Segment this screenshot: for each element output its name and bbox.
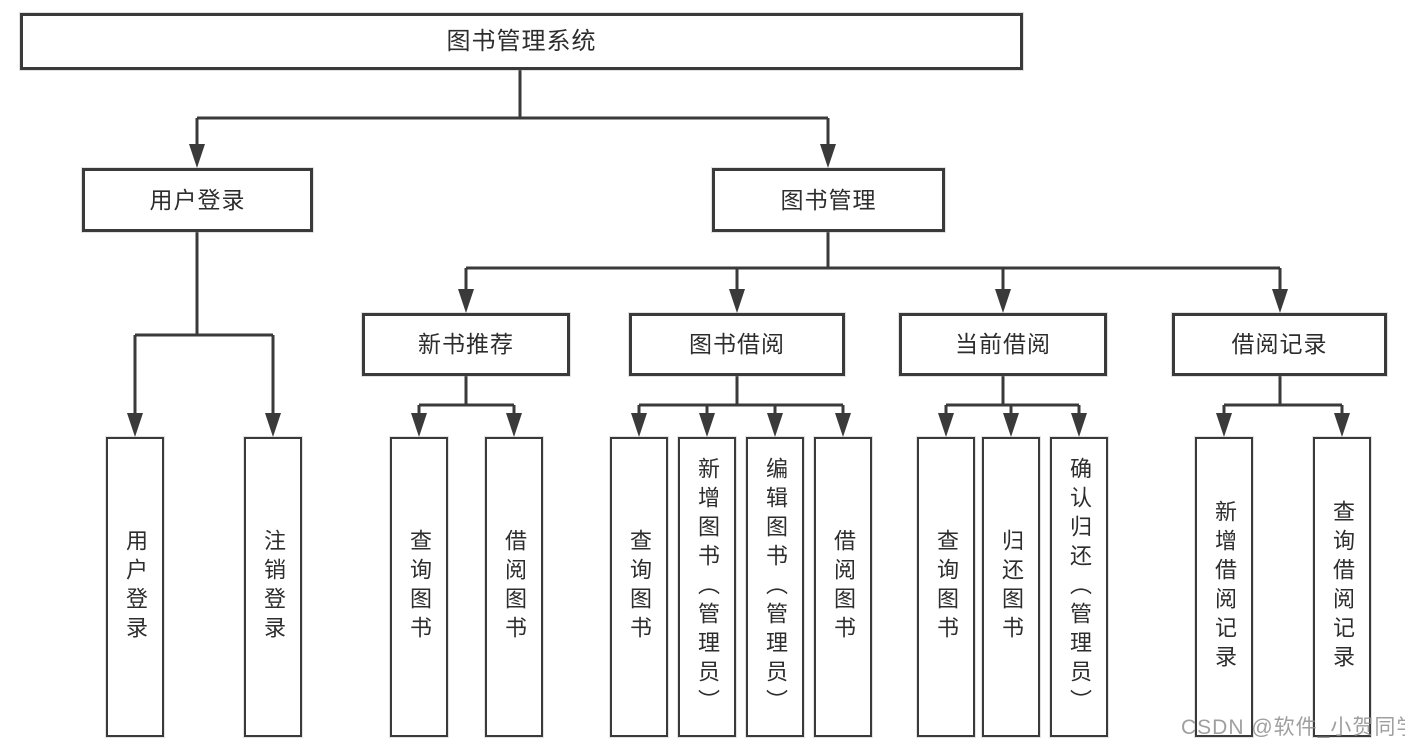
arrowhead-icon bbox=[1334, 413, 1350, 437]
node-borrowing-records: 借阅记录 bbox=[1172, 313, 1387, 376]
node-label: 借阅记录 bbox=[1231, 331, 1328, 357]
leaf-add-book-admin: 新增图书（管理员） bbox=[678, 437, 736, 737]
node-book-management: 图书管理 bbox=[712, 168, 945, 232]
leaf-query-borrow-record: 查询借阅记录 bbox=[1313, 437, 1371, 737]
node-library-management-system: 图书管理系统 bbox=[20, 13, 1023, 70]
leaf-query-books-borrowing: 查询图书 bbox=[610, 437, 668, 737]
watermark: CSDN @软件_小贺同学 bbox=[1181, 716, 1405, 739]
arrowhead-icon bbox=[995, 289, 1011, 313]
leaf-return-books: 归还图书 bbox=[982, 437, 1040, 737]
arrowhead-icon bbox=[938, 413, 954, 437]
leaf-edit-book-admin: 编辑图书（管理员） bbox=[746, 437, 804, 737]
leaf-logout: 注销登录 bbox=[244, 437, 302, 737]
arrowhead-icon bbox=[820, 144, 836, 168]
node-current-borrowing: 当前借阅 bbox=[899, 313, 1107, 376]
leaf-user-login: 用户登录 bbox=[106, 437, 164, 737]
leaf-query-books-recommend: 查询图书 bbox=[390, 437, 448, 737]
arrowhead-icon bbox=[1216, 413, 1232, 437]
leaf-label: 查询图书 bbox=[627, 529, 652, 645]
leaf-label: 查询借阅记录 bbox=[1330, 500, 1355, 674]
arrowhead-icon bbox=[729, 289, 745, 313]
arrowhead-icon bbox=[458, 289, 474, 313]
leaf-label: 借阅图书 bbox=[502, 529, 527, 645]
leaf-borrow-books-recommend: 借阅图书 bbox=[485, 437, 543, 737]
leaf-add-borrow-record: 新增借阅记录 bbox=[1195, 437, 1253, 737]
node-label: 当前借阅 bbox=[955, 331, 1051, 357]
arrowhead-icon bbox=[1071, 413, 1087, 437]
leaf-query-books-current: 查询图书 bbox=[917, 437, 975, 737]
leaf-label: 归还图书 bbox=[999, 529, 1024, 645]
leaf-label: 查询图书 bbox=[407, 529, 432, 645]
arrowhead-icon bbox=[189, 144, 205, 168]
arrowhead-icon bbox=[1003, 413, 1019, 437]
leaf-label: 新增图书（管理员） bbox=[695, 456, 720, 718]
leaf-label: 注销登录 bbox=[261, 529, 286, 645]
leaf-label: 查询图书 bbox=[934, 529, 959, 645]
arrowhead-icon bbox=[265, 413, 281, 437]
leaf-label: 新增借阅记录 bbox=[1212, 500, 1237, 674]
node-new-book-recommendation: 新书推荐 bbox=[362, 313, 570, 376]
leaf-label: 用户登录 bbox=[123, 529, 148, 645]
arrowhead-icon bbox=[767, 413, 783, 437]
arrowhead-icon bbox=[699, 413, 715, 437]
node-label: 图书管理系统 bbox=[446, 27, 597, 55]
connector-path bbox=[133, 70, 1344, 419]
arrowhead-icon bbox=[835, 413, 851, 437]
leaf-label: 确认归还（管理员） bbox=[1067, 456, 1092, 718]
arrowheads bbox=[127, 144, 1350, 437]
node-book-borrowing: 图书借阅 bbox=[629, 313, 845, 376]
node-user-login: 用户登录 bbox=[82, 168, 313, 232]
node-label: 用户登录 bbox=[149, 186, 246, 213]
arrowhead-icon bbox=[127, 413, 143, 437]
leaf-label: 借阅图书 bbox=[831, 529, 856, 645]
leaf-confirm-return-admin: 确认归还（管理员） bbox=[1050, 437, 1108, 737]
arrowhead-icon bbox=[631, 413, 647, 437]
arrowhead-icon bbox=[506, 413, 522, 437]
node-label: 新书推荐 bbox=[418, 331, 514, 357]
arrowhead-icon bbox=[411, 413, 427, 437]
leaf-label: 编辑图书（管理员） bbox=[763, 456, 788, 718]
node-label: 图书借阅 bbox=[689, 331, 785, 357]
leaf-borrow-books-borrowing: 借阅图书 bbox=[814, 437, 872, 737]
arrowhead-icon bbox=[1272, 289, 1288, 313]
node-label: 图书管理 bbox=[780, 186, 877, 213]
